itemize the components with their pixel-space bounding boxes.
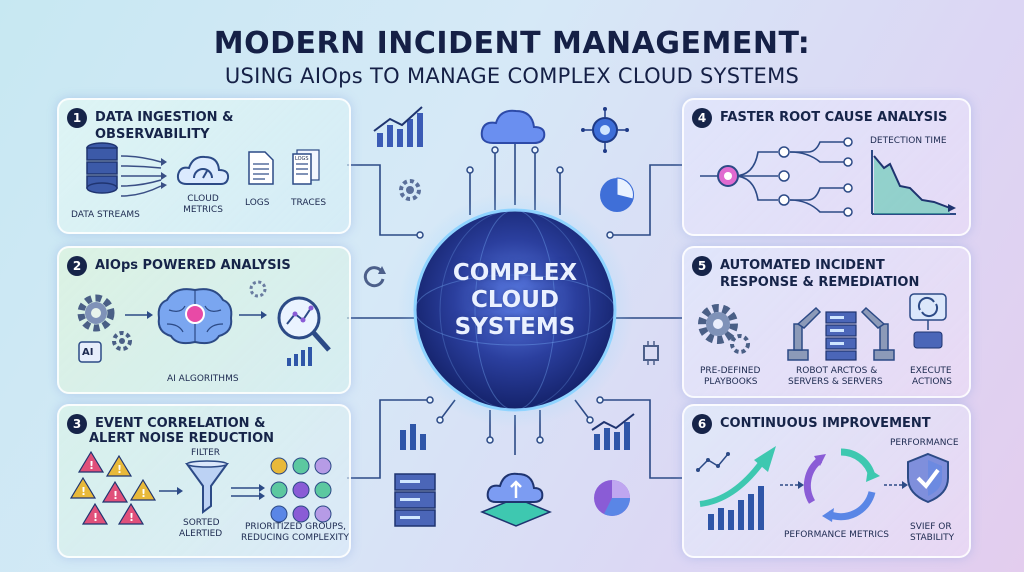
panel-continuous-improvement: 6 CONTINUOUS IMPROVEMENT PERFORMANCE PEF…: [682, 404, 971, 558]
cloud-gauge-icon: [176, 155, 230, 185]
cycle-icon: [803, 448, 880, 522]
arrow-icon: [125, 311, 153, 319]
svg-text:!: !: [117, 463, 122, 476]
panel-title: FASTER ROOT CAUSE ANALYSIS: [720, 110, 948, 125]
dashed-arrow-icon: [884, 481, 908, 489]
playbooks-label-line1: PRE-DEFINED: [700, 366, 761, 376]
arrow-icon: [239, 311, 267, 319]
panel-title: CONTINUOUS IMPROVEMENT: [720, 416, 931, 431]
chip-icon: [643, 341, 659, 365]
svg-text:!: !: [81, 485, 86, 498]
cloud-upload-icon: [480, 472, 552, 527]
svg-text:!: !: [89, 459, 94, 472]
step-number: 5: [692, 256, 712, 276]
robot-servers-label-line2: SERVERS & SERVERS: [788, 377, 883, 387]
page-subtitle: USING AIOps TO MANAGE COMPLEX CLOUD SYST…: [224, 64, 800, 88]
panel-title-line1: AUTOMATED INCIDENT: [720, 258, 885, 273]
panel-aiops-analysis: 2 AIOps POWERED ANALYSIS AI AI ALGORITHM…: [57, 246, 351, 394]
gear-icon: [249, 280, 267, 298]
dashed-arrow-icon: [780, 481, 804, 489]
logs-label: LOGS: [245, 198, 270, 208]
brain-icon: [157, 288, 233, 345]
prioritized-groups-icon: [270, 457, 332, 523]
panel-title: AIOps POWERED ANALYSIS: [95, 258, 291, 273]
step-number: 6: [692, 414, 712, 434]
root-cause-tree-icon: [700, 137, 853, 217]
performance-metrics-label: PEFORMANCE METRICS: [784, 530, 889, 540]
arrows-icon: [231, 484, 265, 500]
panel-title: DATA INGESTION & OBSERVABILITY: [95, 110, 234, 142]
shield-check-icon: [907, 452, 949, 504]
robot-servers-label-line1: ROBOT ARCTOS &: [796, 366, 878, 376]
gear-network-icon: [581, 107, 629, 153]
pie-chart-icon: [600, 177, 634, 212]
doc-icon-label: LOGS: [295, 156, 309, 162]
bar-chart-icon: [373, 106, 423, 147]
ai-chip-icon: [78, 341, 102, 363]
traces-label: TRACES: [291, 198, 327, 208]
execute-label-line1: EXECUTE: [910, 366, 952, 376]
execute-actions-icon: [909, 293, 947, 349]
trace-document-icon: [292, 149, 320, 185]
panel-automated-response: 5 AUTOMATED INCIDENT RESPONSE & REMEDIAT…: [682, 246, 971, 398]
svg-text:!: !: [93, 511, 98, 524]
playbooks-label-line2: PLAYBOOKS: [704, 377, 758, 387]
performance-label: PERFORMANCE: [890, 438, 959, 448]
step-number: 4: [692, 108, 712, 128]
growth-chart-icon: [696, 446, 776, 530]
groups-label-line1: PRIORITIZED GROUPS,: [245, 522, 347, 532]
log-document-icon: [248, 151, 274, 185]
step-number: 2: [67, 256, 87, 276]
detection-time-chart: [871, 150, 956, 215]
cloud-icon: [480, 109, 546, 144]
panel-root-cause: 4 FASTER ROOT CAUSE ANALYSIS DETECTION T…: [682, 98, 971, 236]
step-number: 1: [67, 108, 87, 128]
refresh-icon: [363, 266, 386, 288]
gear-icon: [399, 179, 421, 201]
robot-arm-server-icon: [787, 306, 895, 361]
svg-text:!: !: [129, 511, 134, 524]
panel-title-line1: EVENT CORRELATION &: [95, 416, 266, 431]
bar-chart-icon: [400, 424, 426, 450]
cloud-metrics-label: CLOUD METRICS: [183, 194, 223, 215]
bar-chart-icon: [287, 347, 312, 366]
bar-chart-icon: [591, 413, 635, 450]
step-number: 3: [67, 414, 87, 434]
panel-title-line2: RESPONSE & REMEDIATION: [720, 275, 920, 290]
stability-label-line2: STABILITY: [910, 533, 955, 543]
panel-title-line2: ALERT NOISE REDUCTION: [89, 431, 274, 446]
magnifier-chart-icon: [277, 296, 331, 352]
alert-icons: !!!!!!!: [69, 450, 157, 525]
svg-text:!: !: [113, 489, 118, 502]
execute-label-line2: ACTIONS: [912, 377, 952, 387]
detection-time-label: DETECTION TIME: [870, 136, 947, 146]
groups-label-line2: REDUCING COMPLEXITY: [241, 533, 350, 543]
panel-event-correlation: 3 EVENT CORRELATION & ALERT NOISE REDUCT…: [57, 404, 351, 558]
stream-arrows-icon: [120, 155, 167, 197]
panel-data-ingestion: 1 DATA INGESTION & OBSERVABILITY LOGS DA…: [57, 98, 351, 234]
arrow-icon: [159, 487, 183, 495]
sorted-label-line2: ALERTIED: [179, 529, 223, 539]
pie-chart-icon: [594, 480, 630, 516]
server-stack-icon: [394, 473, 436, 527]
filter-funnel-icon: [185, 460, 229, 514]
ai-badge: AI: [82, 347, 94, 358]
sorted-label-line1: SORTED: [183, 518, 220, 528]
page-title: MODERN INCIDENT MANAGEMENT:: [213, 26, 811, 61]
svg-text:!: !: [141, 487, 146, 500]
gear-icon: [77, 294, 115, 332]
filter-label: FILTER: [191, 448, 221, 458]
gear-icon: [698, 304, 750, 354]
ai-algorithms-label: AI ALGORITHMS: [167, 374, 239, 384]
database-icon: [86, 142, 118, 194]
gear-icon: [112, 331, 132, 351]
center-label: COMPLEX CLOUD SYSTEMS: [452, 260, 578, 340]
data-streams-label: DATA STREAMS: [71, 210, 140, 220]
stability-label-line1: SVIEF OR: [910, 522, 952, 532]
